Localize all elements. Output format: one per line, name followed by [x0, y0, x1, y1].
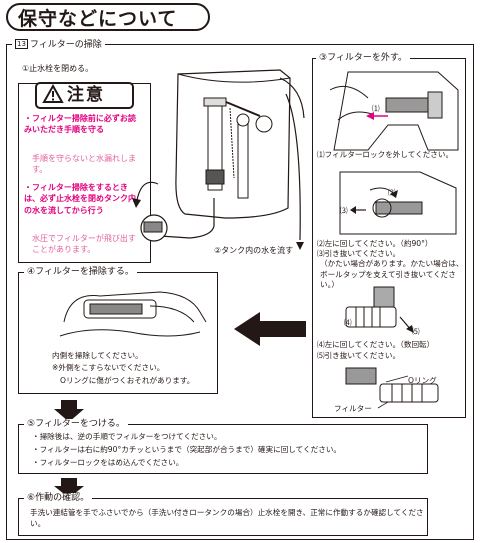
- step5-line1: ・掃除後は、逆の手順でフィルターをつけてください。: [32, 432, 222, 441]
- label-filter: フィルター: [334, 404, 372, 413]
- section-title: フィルターの掃除: [29, 40, 102, 50]
- page-title: 保守などについて: [6, 3, 210, 31]
- caution-title: 注意: [67, 85, 105, 105]
- step2-text: ②タンク内の水を流す: [214, 246, 294, 255]
- caution-note-2: 水圧でフィルターが飛び出すことがあります。: [32, 234, 136, 255]
- filter-rotate-illustration: [339, 171, 457, 235]
- step3-sub3: ⑶引き抜いてください。: [317, 249, 401, 258]
- step3-sub3-note: （かたい場合があります。かたい場合は、ボールタップを支えて引き抜いてください。）: [320, 259, 464, 289]
- step6-text: 手洗い連結管を手でふさいでから（手洗い付きロータンクの場合）止水栓を開き、正常に…: [30, 508, 424, 528]
- step4-line1: 内側を掃除してください。: [52, 351, 143, 360]
- filter-parts-illustration: [345, 286, 414, 333]
- step4-line2: ※外側をこすらないでください。: [52, 363, 165, 372]
- label-oring: Oリング: [408, 376, 437, 385]
- caution-note-1: 手順を守らないと水漏れします。: [32, 154, 136, 175]
- step4-line3: Oリングに傷がつくおそれがあります。: [60, 376, 195, 385]
- callout-4: ⑷: [344, 318, 352, 327]
- flush-arrow-icon: [285, 93, 304, 250]
- callout-2: ⑵: [388, 188, 396, 197]
- step5-line2: ・フィルターは右に約90°カチッというまで（突起部が合うまで）確実に回してくださ…: [32, 445, 342, 454]
- callout-1: ⑴: [372, 104, 380, 113]
- step1-text: ①止水栓を閉める。: [22, 64, 94, 73]
- filter-lock-illustration: [329, 71, 459, 151]
- step6-box: [18, 498, 428, 536]
- step3-title: ③フィルターを外す。: [316, 53, 410, 64]
- down-arrow-icon: [54, 478, 84, 498]
- left-arrow-icon: [234, 312, 306, 346]
- caution-header: 注意: [35, 82, 134, 109]
- section-number: 13: [15, 39, 28, 49]
- section-frame: [6, 44, 474, 540]
- caution-item-2: ・フィルター掃除をするときは、必ず止水栓を閉めタンク内の水を流してから行う: [24, 183, 136, 215]
- down-arrow-icon: [54, 400, 84, 422]
- step3-sub4: ⑷左に回してください。（数回転）: [317, 340, 435, 349]
- step5-line3: ・フィルターロックをはめ込んでください。: [32, 458, 184, 467]
- step3-sub2: ⑵左に回してください。（約90°）: [317, 239, 433, 248]
- filter-cleaning-illustration: [59, 291, 207, 337]
- callout-5: ⑸: [412, 327, 420, 336]
- step3-sub5: ⑸引き抜いてください。: [317, 351, 401, 360]
- caution-item-1: ・フィルター掃除前に必ずお読みいただき手順を守る: [24, 114, 136, 135]
- callout-3: ⑶: [340, 206, 348, 215]
- warning-icon: [42, 83, 64, 103]
- step6-title: ⑥作動の確認。: [24, 493, 93, 504]
- step5-box: [18, 424, 428, 474]
- step5-title: ⑤フィルターをつける。: [24, 419, 128, 430]
- oring-filter-illustration: [345, 367, 439, 409]
- tank-illustration: [132, 69, 305, 242]
- step3-sub1: ⑴フィルターロックを外してください。: [317, 150, 454, 159]
- step4-title: ④フィルターを掃除する。: [24, 267, 137, 278]
